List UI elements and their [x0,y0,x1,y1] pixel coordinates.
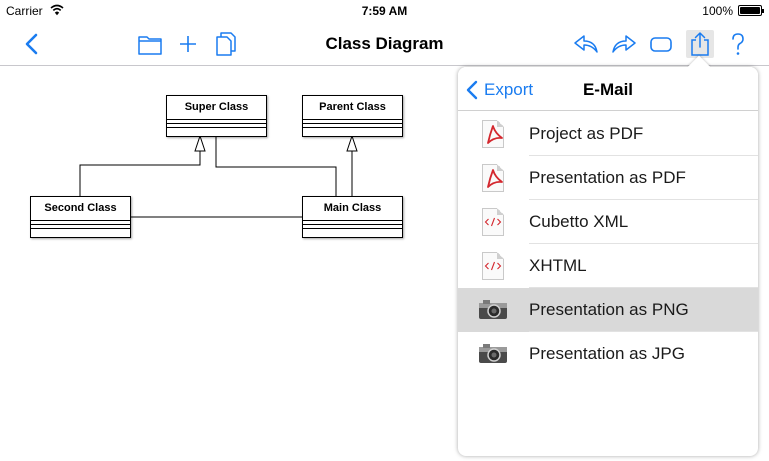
page-title: Class Diagram [325,34,444,53]
menu-item-presentation-as-png[interactable]: Presentation as PNG [458,288,758,332]
wifi-icon [50,4,64,16]
menu-item-label: Presentation as JPG [529,344,685,363]
battery-percentage: 100% [702,4,733,18]
uml-class-second-class[interactable]: Second Class [30,196,131,238]
uml-class-main-class[interactable]: Main Class [302,196,403,238]
help-icon[interactable] [724,30,752,58]
camera-icon [478,296,508,324]
export-back-label: Export [484,80,534,99]
class-name: Super Class [167,96,266,120]
clock-time: 7:59 AM [361,4,408,18]
pdf-icon [478,120,508,148]
pdf-icon [478,164,508,192]
class-name: Main Class [303,197,402,221]
inheritance-line-main-super [215,136,337,196]
menu-item-label: Cubetto XML [529,212,629,231]
popover-title: E-Mail [582,80,634,99]
camera-icon [478,340,508,368]
battery-icon [738,5,764,16]
chevron-left-icon [466,80,478,100]
uml-class-parent-class[interactable]: Parent Class [302,95,403,137]
class-operations-section [31,225,130,229]
back-chevron-icon[interactable] [18,30,46,58]
menu-item-presentation-as-jpg[interactable]: Presentation as JPG [458,332,758,376]
menu-item-label: Presentation as PDF [529,168,686,187]
menu-item-presentation-as-pdf[interactable]: Presentation as PDF [458,156,758,200]
export-format-list: Project as PDF Presentation as PDF Cubet… [458,112,758,376]
class-name: Parent Class [303,96,402,120]
popover-header: Export E-Mail [458,67,758,111]
carrier-label: Carrier [6,4,43,18]
class-attributes-section [31,221,130,225]
class-attributes-section [167,120,266,124]
share-icon[interactable] [686,30,714,58]
export-back-button[interactable]: Export [466,79,533,101]
navigation-toolbar: Class Diagram [0,22,769,66]
redo-icon[interactable] [610,30,638,58]
diagram-connectors [79,134,358,218]
class-operations-section [167,124,266,128]
class-operations-section [303,124,402,128]
xml-icon [478,252,508,280]
class-name: Second Class [31,197,130,221]
menu-item-cubetto-xml[interactable]: Cubetto XML [458,200,758,244]
menu-item-label: XHTML [529,256,587,275]
export-email-popover: Export E-Mail Project as PDF Presentatio… [458,55,758,456]
diagram-canvas[interactable]: Super Class Parent Class Second Class Ma… [0,67,769,461]
duplicate-icon[interactable] [212,30,240,58]
presentation-mode-icon[interactable] [647,30,675,58]
folder-icon[interactable] [136,30,164,58]
class-attributes-section [303,221,402,225]
inheritance-arrowhead-super [194,134,206,152]
menu-item-label: Presentation as PNG [529,300,689,319]
add-icon[interactable] [174,30,202,58]
xml-icon [478,208,508,236]
class-operations-section [303,225,402,229]
menu-item-xhtml[interactable]: XHTML [458,244,758,288]
class-attributes-section [303,120,402,124]
inheritance-arrowhead-parent [346,134,358,152]
inheritance-line-second-super [79,142,201,196]
menu-item-project-as-pdf[interactable]: Project as PDF [458,112,758,156]
status-bar: Carrier 7:59 AM 100% [0,0,769,22]
menu-item-label: Project as PDF [529,124,644,143]
uml-class-super-class[interactable]: Super Class [166,95,267,137]
undo-icon[interactable] [572,30,600,58]
